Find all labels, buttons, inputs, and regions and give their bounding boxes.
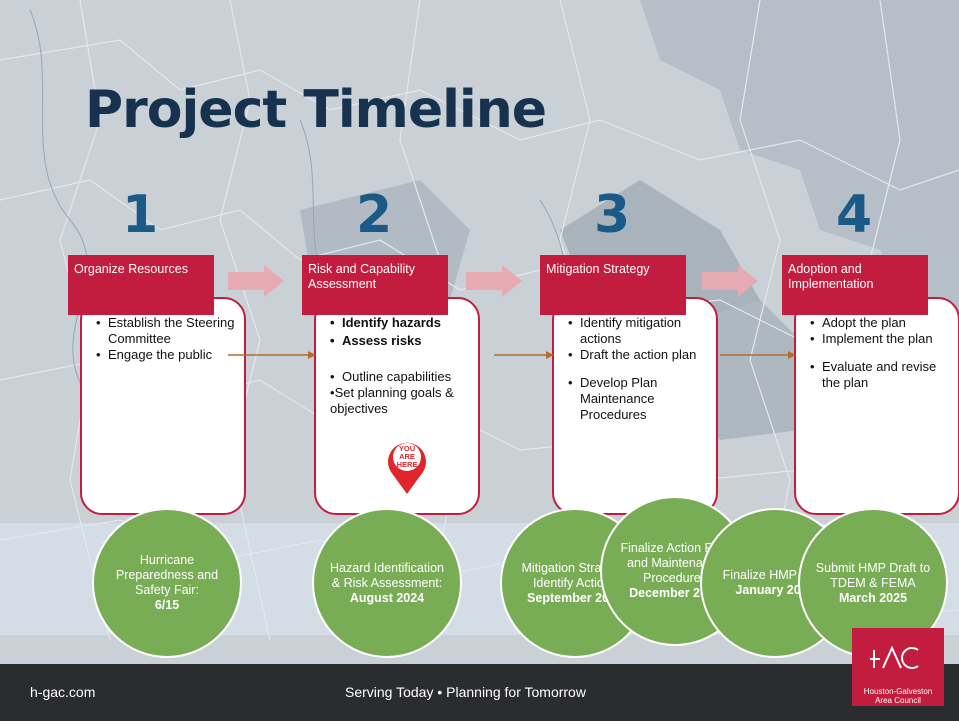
phase-header-3: Mitigation Strategy (540, 255, 686, 315)
milestone-text: Hazard Identification & Risk Assessment: (330, 560, 444, 590)
step-2-item: Set planning goals & objectives (330, 385, 454, 416)
milestone-date: March 2025 (838, 590, 908, 605)
step-4-item: Implement the plan (822, 331, 933, 346)
milestone-date: September 2024 (527, 590, 623, 605)
phase-header-2: Risk and Capability Assessment (302, 255, 448, 315)
step-4-item: Evaluate and revise the plan (822, 359, 937, 390)
map-pin-icon: YOU ARE HERE (388, 442, 426, 494)
hgac-logo: Houston-Galveston Area Council (852, 628, 944, 706)
step-1-card: •Establish the Steering Committee •Engag… (80, 297, 246, 515)
step-3-card: •Identify mitigation actions •Draft the … (552, 297, 718, 515)
step-number-3: 3 (594, 185, 631, 245)
logo-line-2: Area Council (875, 696, 921, 705)
step-1-item: Engage the public (108, 347, 213, 362)
step-2-item: Assess risks (342, 333, 422, 348)
step-2-item: Outline capabilities (342, 369, 452, 384)
milestone-text: Submit HMP Draft to TDEM & FEMA (815, 560, 931, 590)
milestone-date: December 2024 (629, 586, 721, 600)
chevron-arrow-icon (228, 265, 284, 297)
step-4-item: Adopt the plan (822, 315, 906, 330)
milestone-date: 6/15 (154, 598, 180, 612)
step-2-item: Identify hazards (342, 315, 441, 330)
step-4-card: •Adopt the plan •Implement the plan •Eva… (794, 297, 959, 515)
chevron-arrow-icon (702, 265, 758, 297)
pin-text-line: YOU (399, 444, 415, 453)
hgac-logo-icon (870, 645, 919, 669)
pin-text-line: ARE (399, 452, 415, 461)
milestone-circle: Hurricane Preparedness and Safety Fair: … (92, 508, 242, 658)
phase-header-4: Adoption and Implementation (782, 255, 928, 315)
chevron-arrow-icon (466, 265, 522, 297)
milestone-date: January 2025 (735, 583, 815, 597)
footer-website: h-gac.com (30, 684, 96, 700)
step-3-item: Develop Plan Maintenance Procedures (580, 375, 658, 422)
connector-arrow-icon (494, 351, 554, 359)
connector-arrow-icon (228, 351, 316, 359)
milestone-circle: Hazard Identification & Risk Assessment:… (312, 508, 462, 658)
step-number-2: 2 (356, 185, 393, 245)
logo-text: Houston-Galveston Area Council (852, 687, 944, 705)
milestone-date: August 2024 (349, 590, 425, 605)
pin-text-line: HERE (397, 460, 418, 469)
step-1-item: Establish the Steering Committee (108, 315, 235, 346)
page-title: Project Timeline (85, 80, 547, 140)
step-number-4: 4 (836, 185, 873, 245)
footer-bar: h-gac.com Serving Today • Planning for T… (0, 664, 959, 721)
step-3-item: Identify mitigation actions (580, 315, 682, 346)
logo-line-1: Houston-Galveston (863, 687, 933, 696)
milestone-text: Hurricane Preparedness and Safety Fair: (115, 553, 219, 597)
connector-arrow-icon (720, 351, 796, 359)
step-number-1: 1 (122, 185, 159, 245)
footer-tagline: Serving Today • Planning for Tomorrow (345, 684, 586, 700)
step-3-item: Draft the action plan (580, 347, 697, 362)
milestone-text: Finalize Action Plan and Maintenance Pro… (620, 541, 730, 585)
you-are-here-pin: YOU ARE HERE (376, 434, 438, 496)
phase-header-1: Organize Resources (68, 255, 214, 315)
